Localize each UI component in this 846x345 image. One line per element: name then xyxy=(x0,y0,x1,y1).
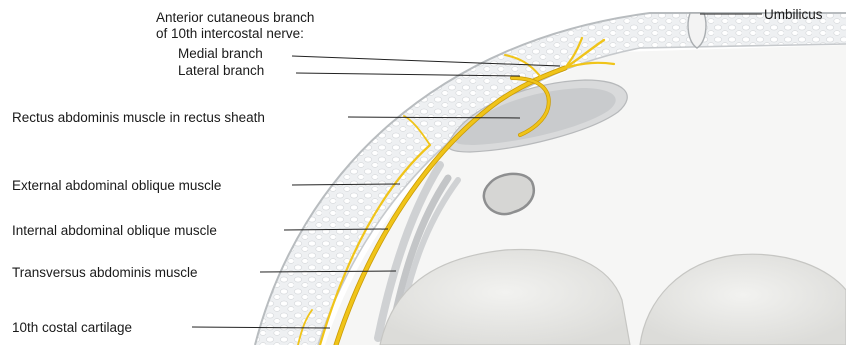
external-oblique-label: External abdominal oblique muscle xyxy=(12,178,221,193)
nerve-heading-line2: of 10th intercostal nerve: xyxy=(156,26,304,41)
medial-branch-label: Medial branch xyxy=(178,46,263,61)
transversus-label: Transversus abdominis muscle xyxy=(12,265,198,280)
umbilicus-label: Umbilicus xyxy=(764,7,823,22)
nerve-heading-line1: Anterior cutaneous branch xyxy=(156,10,314,25)
rectus-label: Rectus abdominis muscle in rectus sheath xyxy=(12,110,265,125)
costal-cartilage-label: 10th costal cartilage xyxy=(12,320,132,335)
internal-oblique-label: Internal abdominal oblique muscle xyxy=(12,223,217,238)
lateral-branch-label: Lateral branch xyxy=(178,63,264,78)
